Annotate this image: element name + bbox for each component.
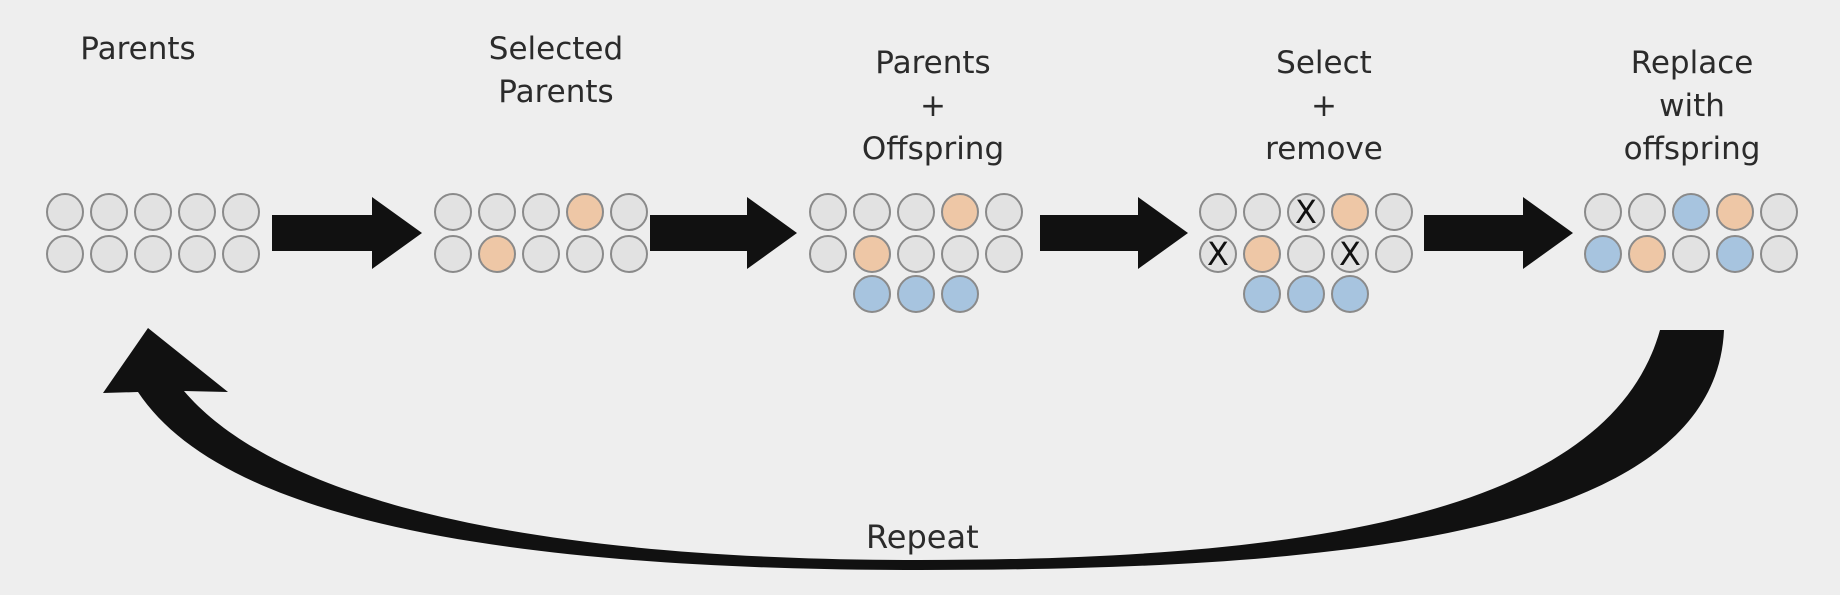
- parent-circle: [46, 193, 84, 231]
- parent-circle: [178, 193, 216, 231]
- stage-label-line: with: [1659, 88, 1725, 124]
- offspring-circle: [1672, 193, 1710, 231]
- right-arrow-icon: [1040, 197, 1188, 269]
- parent-circle: [90, 193, 128, 231]
- selected-parent-circle: [853, 235, 891, 273]
- parent-circle: [1760, 193, 1798, 231]
- removed-x-mark: X: [1207, 235, 1229, 273]
- population-group: [1584, 193, 1798, 273]
- parent-circle: [1243, 193, 1281, 231]
- offspring-circle: [1243, 275, 1281, 313]
- stage-label-line: Replace: [1630, 45, 1754, 81]
- offspring-circle: [1716, 235, 1754, 273]
- selected-parent-circle: [1243, 235, 1281, 273]
- stage-label-line: Parents: [80, 31, 196, 67]
- population-group: [809, 193, 1023, 313]
- population-group: [46, 193, 260, 273]
- offspring-circle: [941, 275, 979, 313]
- stage-label-line: remove: [1265, 131, 1383, 167]
- selected-parent-circle: [1628, 235, 1666, 273]
- parent-circle: [610, 235, 648, 273]
- right-arrow-icon: [650, 197, 797, 269]
- stage-label-line: Parents: [875, 45, 991, 81]
- stage-label-line: +: [1311, 88, 1337, 124]
- right-arrow-icon: [272, 197, 422, 269]
- parent-circle: [566, 235, 604, 273]
- parent-circle: [1375, 193, 1413, 231]
- removed-parent-circle: [1199, 235, 1237, 273]
- removed-x-mark: X: [1295, 193, 1317, 231]
- parent-circle: [90, 235, 128, 273]
- removed-parent-circle: [1331, 235, 1369, 273]
- parent-circle: [1672, 235, 1710, 273]
- parent-circle: [610, 193, 648, 231]
- parent-circle: [178, 235, 216, 273]
- parent-circle: [897, 235, 935, 273]
- parent-circle: [1584, 193, 1622, 231]
- selected-parent-circle: [1331, 193, 1369, 231]
- parent-circle: [985, 193, 1023, 231]
- offspring-circle: [1331, 275, 1369, 313]
- parent-circle: [1287, 235, 1325, 273]
- selected-parent-circle: [478, 235, 516, 273]
- stage-label-selected-parents: Selected Parents: [466, 28, 646, 114]
- parent-circle: [134, 193, 172, 231]
- parent-circle: [434, 235, 472, 273]
- population-group: [434, 193, 648, 273]
- repeat-label: Repeat: [866, 518, 979, 556]
- stage-label-line: Select: [1276, 45, 1372, 81]
- parent-circle: [522, 235, 560, 273]
- stage-label-line: +: [920, 88, 946, 124]
- parent-circle: [222, 193, 260, 231]
- removed-parent-circle: [1287, 193, 1325, 231]
- stage-label-line: Offspring: [861, 131, 1005, 167]
- stage-label-line: Parents: [498, 74, 614, 110]
- parent-circle: [853, 193, 891, 231]
- stage-label-line: offspring: [1623, 131, 1761, 167]
- offspring-circle: [853, 275, 891, 313]
- selected-parent-circle: [1716, 193, 1754, 231]
- removed-x-mark: X: [1339, 235, 1361, 273]
- parent-circle: [478, 193, 516, 231]
- parent-circle: [897, 193, 935, 231]
- selected-parent-circle: [566, 193, 604, 231]
- parent-circle: [134, 235, 172, 273]
- parent-circle: [1628, 193, 1666, 231]
- offspring-circle: [1287, 275, 1325, 313]
- stage-label-select-remove: Select + remove: [1234, 42, 1414, 171]
- parent-circle: [222, 235, 260, 273]
- stage-label-replace-with-offspring: Replace with offspring: [1602, 42, 1782, 171]
- parent-circle: [1199, 193, 1237, 231]
- parent-circle: [941, 235, 979, 273]
- arrow-layer: [103, 197, 1724, 570]
- stage-label-parents: Parents: [58, 28, 218, 71]
- stage-label-parents-offspring: Parents + Offspring: [843, 42, 1023, 171]
- parent-circle: [46, 235, 84, 273]
- selected-parent-circle: [941, 193, 979, 231]
- parent-circle: [522, 193, 560, 231]
- parent-circle: [809, 193, 847, 231]
- parent-circle: [809, 235, 847, 273]
- offspring-circle: [1584, 235, 1622, 273]
- offspring-circle: [897, 275, 935, 313]
- stage-label-line: Selected: [488, 31, 624, 67]
- right-arrow-icon: [1424, 197, 1573, 269]
- parent-circle: [1760, 235, 1798, 273]
- parent-circle: [1375, 235, 1413, 273]
- parent-circle: [985, 235, 1023, 273]
- parent-circle: [434, 193, 472, 231]
